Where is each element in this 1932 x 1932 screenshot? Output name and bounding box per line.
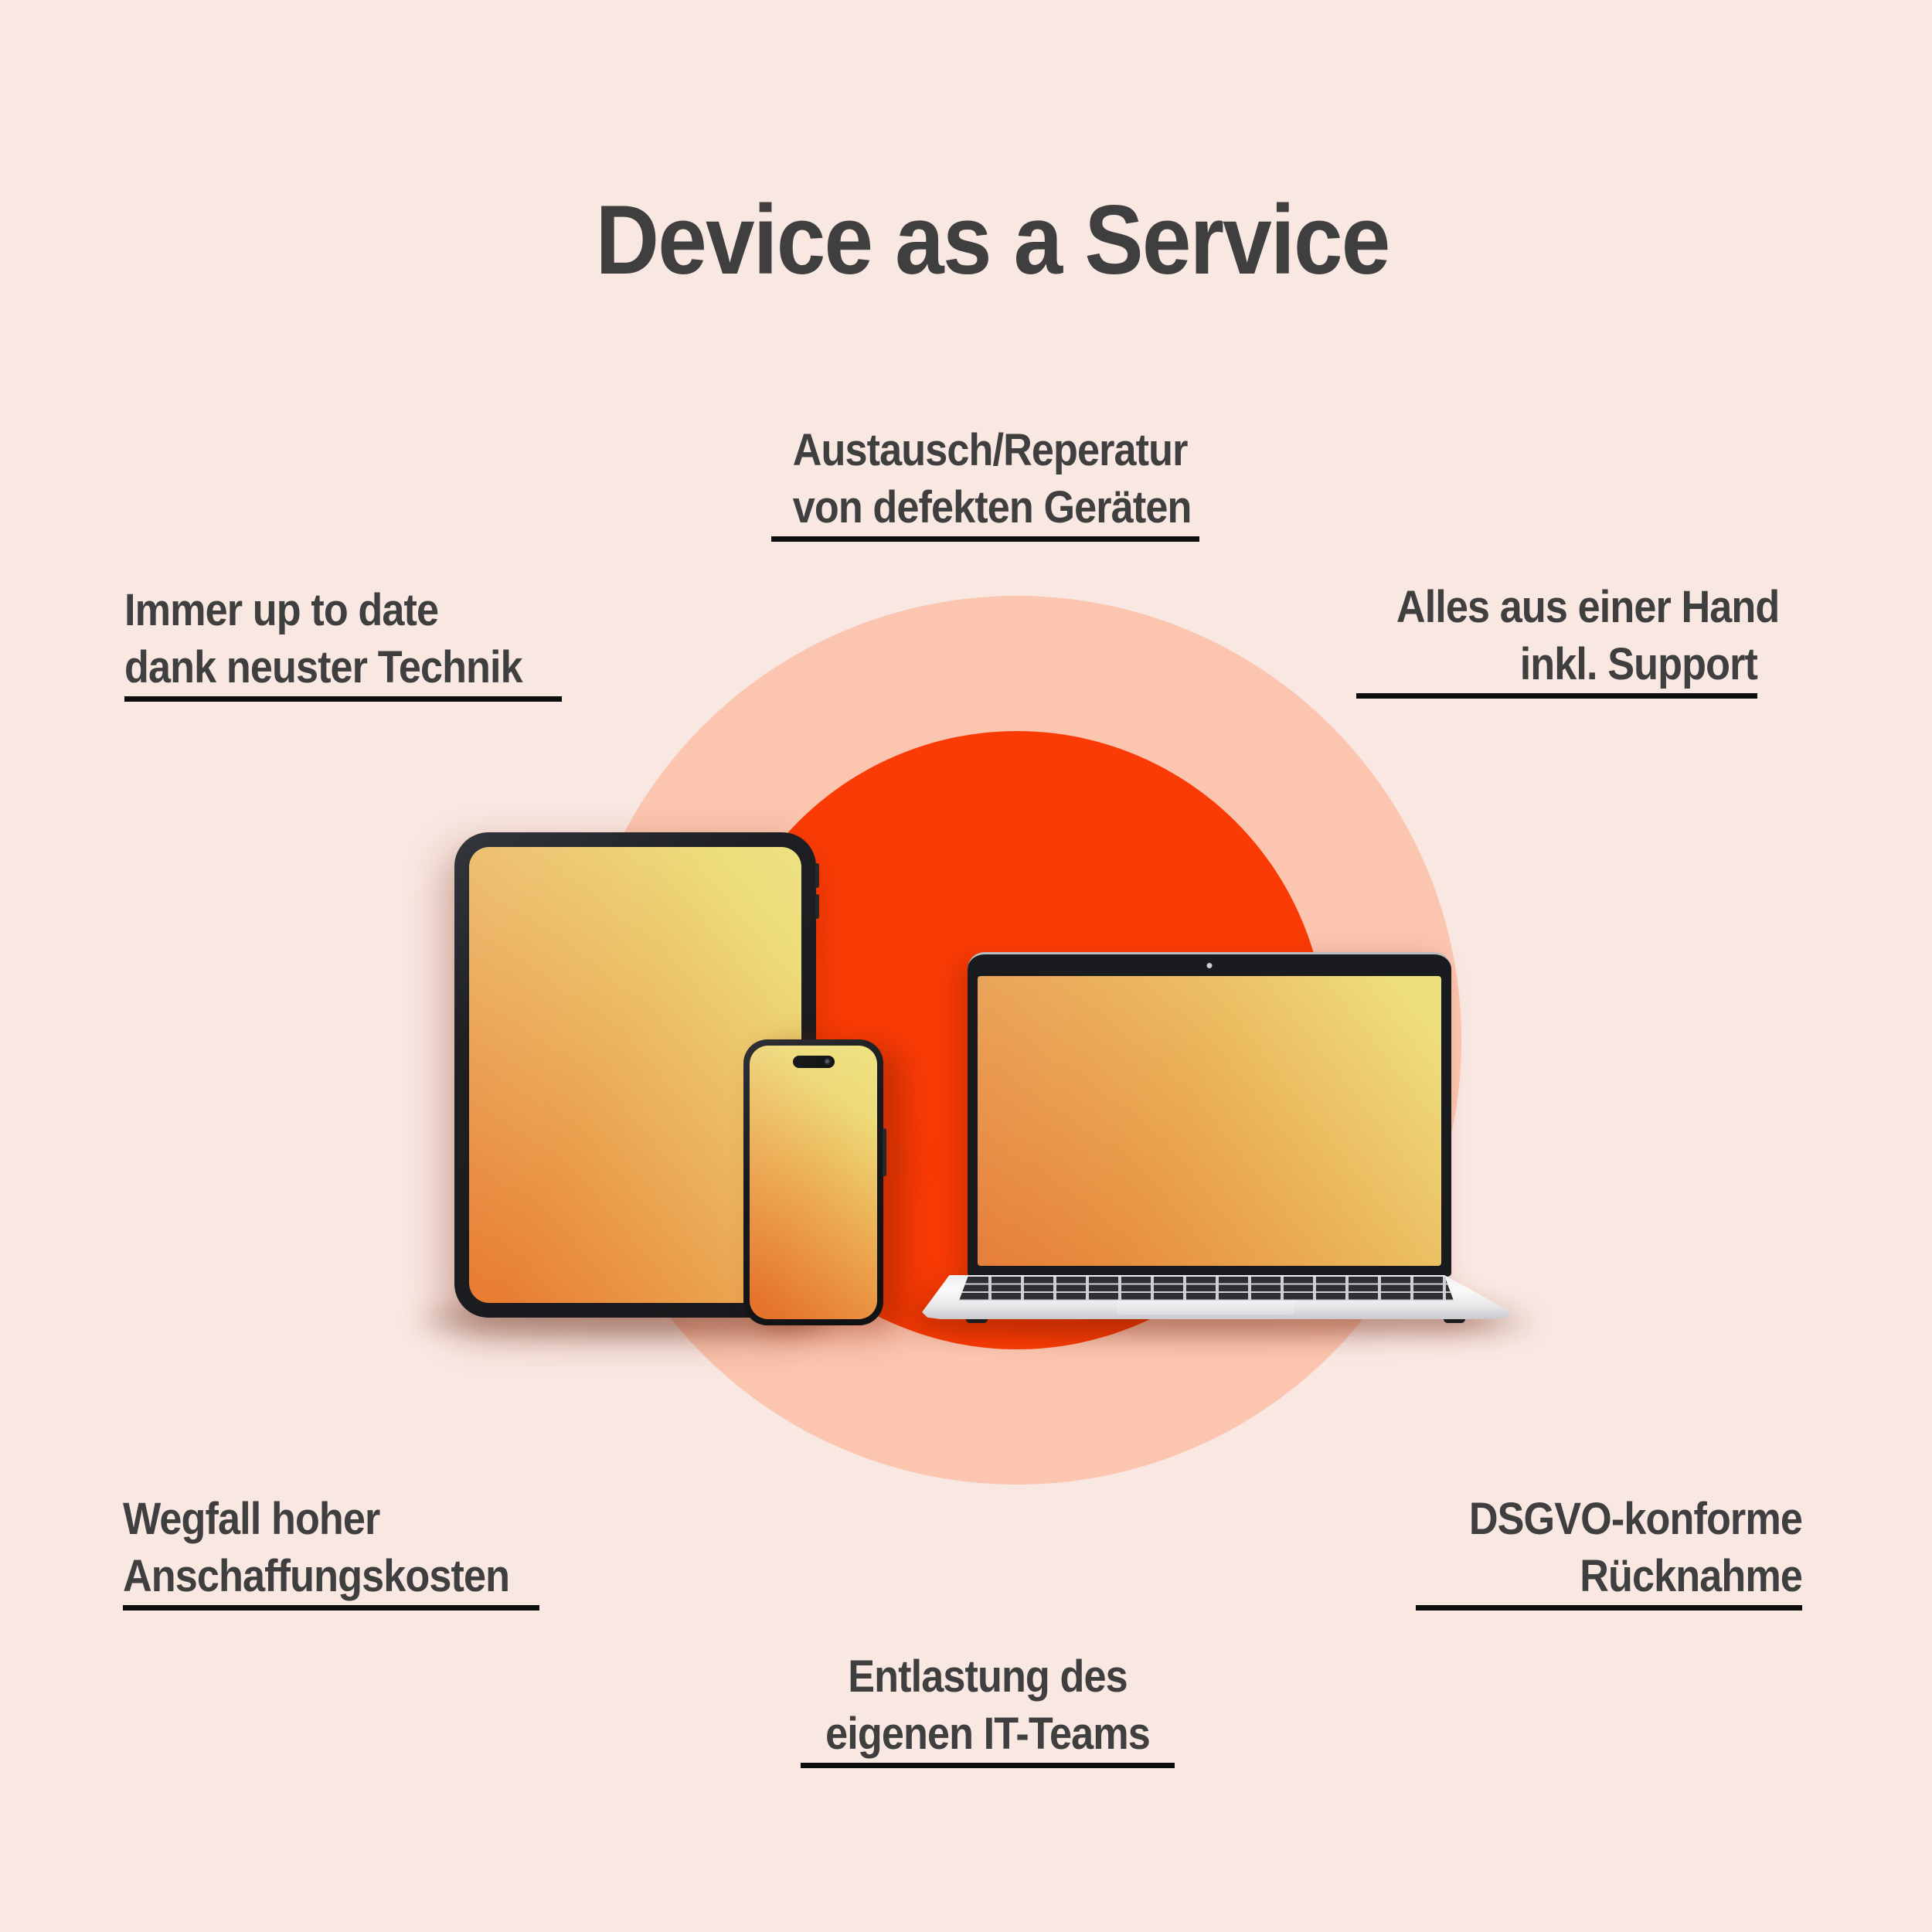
label-line-1: DSGVO-konforme <box>1468 1494 1803 1544</box>
label-line-1: Entlastung des <box>848 1651 1128 1702</box>
phone-screen <box>750 1046 877 1319</box>
label-line-1: Wegfall hoher <box>123 1494 380 1544</box>
laptop-screen <box>968 952 1451 1277</box>
page-title: Device as a Service <box>595 185 1390 294</box>
phone-camera-icon <box>823 1057 832 1066</box>
label-line-1: Austausch/Reperatur <box>792 425 1189 475</box>
phone-power-button <box>883 1128 886 1176</box>
label-line-2: Rücknahme <box>1580 1551 1803 1601</box>
label-austausch-reperatur: Austausch/Reperatur von defekten Geräten <box>771 422 1199 542</box>
laptop-foot <box>966 1315 988 1323</box>
underline <box>801 1763 1175 1768</box>
underline <box>1356 693 1757 699</box>
label-line-1: Alles aus einer Hand <box>1396 582 1780 632</box>
tablet-volume-button <box>815 894 819 919</box>
laptop-foot <box>1444 1315 1465 1323</box>
dynamic-island <box>792 1056 835 1068</box>
laptop-base <box>922 1275 1512 1319</box>
laptop-display <box>978 976 1441 1266</box>
label-entlastung-it: Entlastung des eigenen IT-Teams <box>801 1648 1175 1768</box>
label-line-2: inkl. Support <box>1519 639 1758 689</box>
tablet-volume-button <box>815 863 819 888</box>
underline <box>771 536 1199 542</box>
underline <box>1416 1605 1802 1611</box>
label-line-1: Immer up to date <box>124 585 439 635</box>
smartphone-mockup <box>743 1039 886 1325</box>
label-line-2: eigenen IT-Teams <box>825 1709 1151 1759</box>
underline <box>123 1605 539 1611</box>
underline <box>124 696 562 702</box>
label-line-2: Anschaffungskosten <box>123 1551 510 1601</box>
label-alles-aus-einer-hand: Alles aus einer Hand inkl. Support <box>1356 579 1780 699</box>
laptop-camera-icon <box>1206 963 1213 968</box>
laptop-mockup <box>920 952 1515 1325</box>
label-wegfall-kosten: Wegfall hoher Anschaffungskosten <box>123 1491 539 1611</box>
label-dsgvo-ruecknahme: DSGVO-konforme Rücknahme <box>1416 1491 1803 1611</box>
label-immer-up-to-date: Immer up to date dank neuster Technik <box>124 582 562 702</box>
laptop-keyboard <box>959 1277 1454 1301</box>
laptop-trackpad <box>1117 1301 1294 1315</box>
label-line-2: dank neuster Technik <box>124 642 523 692</box>
label-line-2: von defekten Geräten <box>792 482 1192 532</box>
